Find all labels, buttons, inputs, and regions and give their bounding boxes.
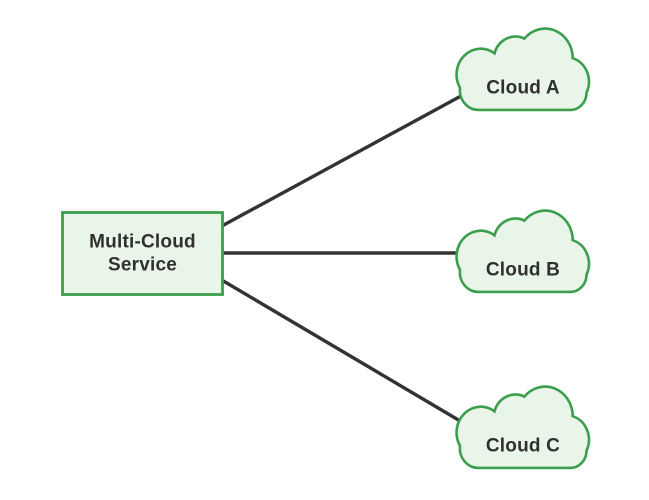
connectors — [218, 88, 474, 430]
cloud-a-label: Cloud A — [486, 78, 560, 99]
cloud-c-label: Cloud C — [486, 436, 560, 457]
cloud-node-a: Cloud A — [455, 27, 591, 112]
cloud-b-label: Cloud B — [486, 260, 560, 281]
service-node-label-line2: Service — [108, 255, 177, 276]
cloud-node-c: Cloud C — [455, 385, 591, 470]
cloud-node-b: Cloud B — [455, 209, 591, 294]
connector-service-to-cloud-a — [218, 88, 474, 229]
connector-service-to-cloud-c — [218, 277, 474, 430]
service-node-box — [61, 211, 224, 296]
service-node: Multi-Cloud Service — [61, 211, 224, 296]
service-node-label-line1: Multi-Cloud — [89, 232, 196, 253]
